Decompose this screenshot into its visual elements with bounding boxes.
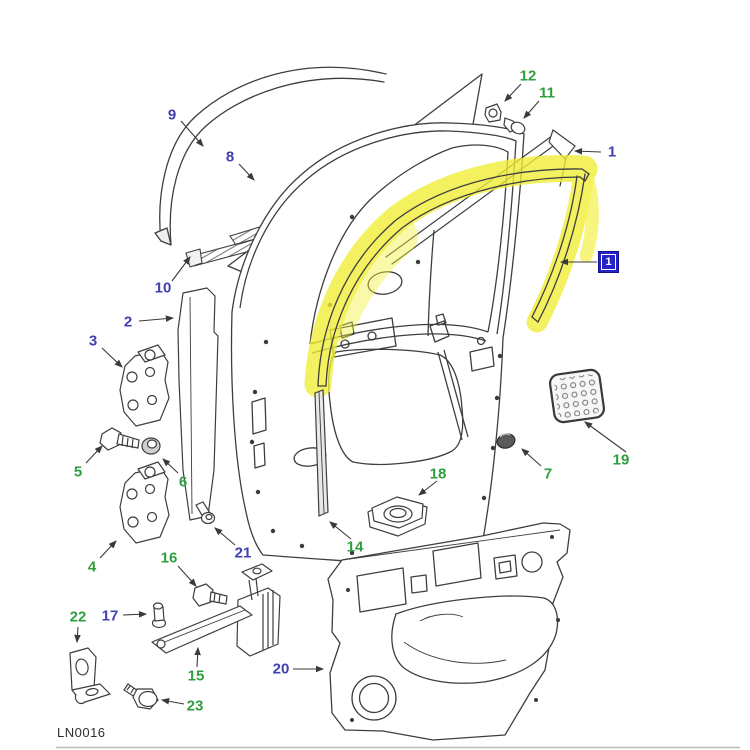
inner-door-panel	[177, 287, 219, 521]
part-label-23: 23	[186, 697, 204, 715]
leader-line-15	[194, 646, 201, 668]
part-label-15: 15	[187, 667, 205, 685]
part-label-9: 9	[167, 106, 177, 124]
glass-channel-strip	[314, 389, 329, 517]
part-label-6: 6	[178, 473, 188, 491]
leader-line-7	[521, 448, 542, 467]
part-label-2: 2	[123, 313, 133, 331]
leader-line-8	[238, 163, 255, 181]
part-link-badge-glyph: 1	[605, 255, 612, 268]
highlighted-seal	[317, 168, 590, 387]
drawing-code: LN0016	[57, 725, 106, 740]
speaker-pad	[548, 368, 606, 424]
leader-line-11	[523, 100, 540, 119]
leader-line-12	[504, 83, 522, 102]
leader-line-23	[160, 698, 185, 705]
door-shell	[230, 122, 525, 572]
clip-12	[484, 103, 502, 123]
part-link-badge[interactable]: 1	[598, 251, 619, 273]
part-label-5: 5	[73, 463, 83, 481]
leader-line-22	[74, 626, 81, 644]
part-link-badge-frame: 1	[601, 254, 616, 270]
leader-lines	[74, 83, 627, 705]
part-label-7: 7	[543, 465, 553, 483]
part-label-4: 4	[87, 558, 97, 576]
leader-line-6	[162, 458, 179, 474]
grommet-6	[141, 437, 161, 455]
leader-line-10	[171, 256, 191, 282]
leader-line-2	[138, 315, 175, 322]
part-label-19: 19	[612, 451, 630, 469]
screw-11	[503, 117, 526, 135]
leader-line-9	[180, 120, 204, 147]
check-strap-assembly	[151, 563, 281, 657]
check-strap-bracket	[69, 647, 111, 705]
leader-line-1	[573, 147, 602, 155]
leader-line-19	[584, 421, 627, 453]
part-label-16: 16	[160, 549, 178, 567]
part-label-11: 11	[539, 84, 555, 102]
part-label-8: 8	[225, 148, 235, 166]
leader-line-14	[329, 521, 352, 540]
part-label-17: 17	[101, 607, 119, 625]
square-grommet	[367, 496, 428, 537]
screw-21	[195, 501, 216, 525]
door-hinge-lower	[119, 461, 170, 544]
part-label-12: 12	[519, 67, 537, 85]
part-label-21: 21	[234, 544, 252, 562]
part-label-18: 18	[429, 465, 447, 483]
bolt-23	[123, 683, 159, 710]
door-hinge-upper	[119, 344, 170, 427]
leader-line-3	[101, 347, 123, 368]
part-label-14: 14	[346, 538, 364, 556]
part-label-1: 1	[607, 143, 617, 161]
leader-line-18	[418, 480, 438, 496]
grommet-7	[496, 433, 516, 449]
part-label-22: 22	[69, 608, 87, 626]
window-channel-run	[154, 66, 387, 246]
leader-line-4	[99, 540, 117, 559]
leader-line-21	[214, 527, 236, 546]
part-label-20: 20	[272, 660, 290, 678]
part-label-3: 3	[88, 332, 98, 350]
part-label-10: 10	[154, 279, 172, 297]
hinge-bolt	[99, 427, 140, 451]
leader-line-16	[177, 565, 197, 587]
leader-line-17	[122, 611, 148, 618]
door-trim-panel	[327, 522, 571, 741]
leader-line-5	[85, 445, 103, 464]
